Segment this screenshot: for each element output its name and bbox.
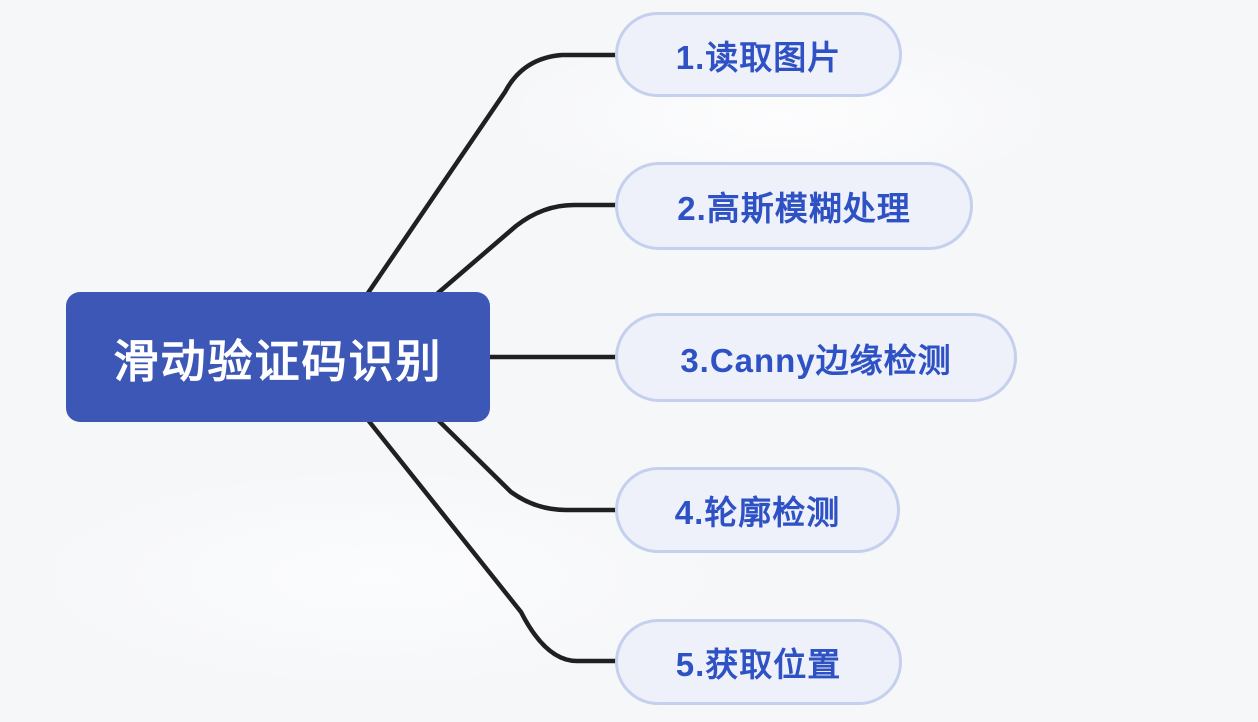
connector-root-to-branch-5 (365, 417, 619, 664)
branch-node-1[interactable]: 1.读取图片 (615, 12, 902, 97)
branch-node-1-label: 1.读取图片 (675, 38, 842, 76)
branch-node-2[interactable]: 2.高斯模糊处理 (615, 162, 973, 250)
branch-node-2-label: 2.高斯模糊处理 (677, 190, 911, 227)
connector-root-to-branch-2 (435, 202, 619, 296)
branch-node-3-label: 3.Canny边缘检测 (680, 341, 952, 379)
branch-node-4-label: 4.轮廓检测 (674, 494, 841, 531)
branch-node-4[interactable]: 4.轮廓检测 (615, 467, 900, 553)
root-node[interactable]: 滑动验证码识别 (66, 292, 490, 422)
root-node-label: 滑动验证码识别 (113, 335, 443, 387)
branch-node-5-label: 5.获取位置 (675, 646, 842, 683)
branch-node-3[interactable]: 3.Canny边缘检测 (615, 313, 1017, 402)
branch-node-5[interactable]: 5.获取位置 (615, 619, 902, 705)
connector-root-to-branch-4 (435, 417, 619, 513)
connector-root-to-branch-1 (365, 52, 619, 296)
